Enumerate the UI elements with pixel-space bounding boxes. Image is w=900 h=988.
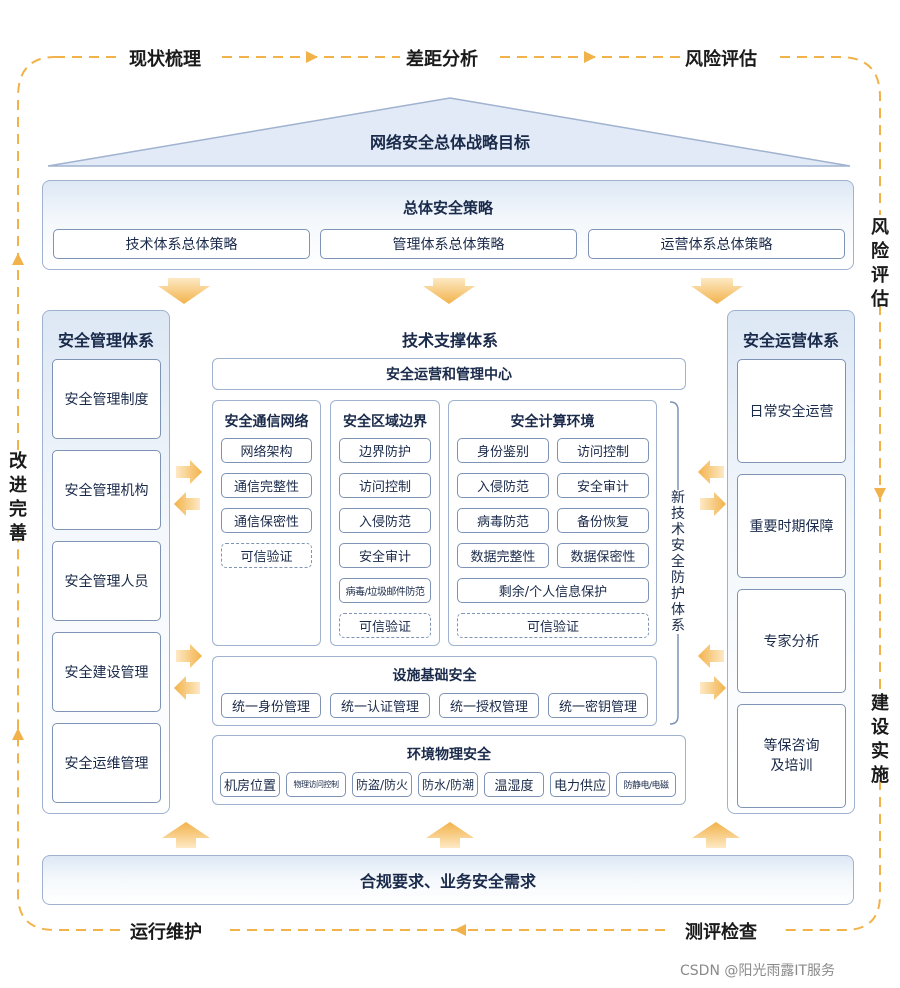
- env-item-5: 温湿度: [484, 772, 544, 797]
- boundary-item-1: 边界防护: [339, 438, 431, 463]
- cycle-step-test: 测评检查: [685, 922, 757, 943]
- boundary-item-5: 病毒/垃圾邮件防范: [339, 578, 431, 603]
- compute-item-3: 入侵防范: [457, 473, 549, 498]
- infra-item-1: 统一身份管理: [221, 693, 321, 718]
- boundary-title: 安全区域边界: [343, 414, 427, 430]
- env-item-7: 防静电/电磁: [616, 772, 676, 797]
- cycle-left: 改进完善: [9, 451, 27, 544]
- management-item-3: 安全管理人员: [52, 541, 161, 621]
- compute-item-6: 备份恢复: [557, 508, 649, 533]
- boundary-item-2: 访问控制: [339, 473, 431, 498]
- comm-item-3: 通信保密性: [221, 508, 312, 533]
- cycle-step-ops: 运行维护: [130, 922, 202, 943]
- infra-item-4: 统一密钥管理: [548, 693, 648, 718]
- compute-item-wide: 剩余/个人信息保护: [457, 578, 649, 603]
- compute-title: 安全计算环境: [510, 414, 595, 430]
- operations-item-1: 日常安全运营: [737, 359, 846, 463]
- comm-trusted: 可信验证: [221, 543, 312, 568]
- roof-title: 网络安全总体战略目标: [369, 133, 530, 152]
- infra-title: 设施基础安全: [392, 668, 477, 684]
- env-title: 环境物理安全: [407, 747, 491, 763]
- overall-item-tech: 技术体系总体策略: [53, 229, 310, 259]
- management-panel: 安全管理体系 安全管理制度 安全管理机构 安全管理人员 安全建设管理 安全运维管…: [42, 310, 170, 814]
- operations-panel: 安全运营体系 日常安全运营 重要时期保障 专家分析 等保咨询及培训: [727, 310, 855, 814]
- management-item-1: 安全管理制度: [52, 359, 161, 439]
- watermark: CSDN @阳光雨露IT服务: [680, 963, 836, 979]
- compute-item-5: 病毒防范: [457, 508, 549, 533]
- cycle-step-2: 差距分析: [406, 49, 478, 70]
- boundary-item-4: 安全审计: [339, 543, 431, 568]
- cycle-right-bottom: 建设实施: [871, 693, 889, 786]
- env-item-6: 电力供应: [550, 772, 610, 797]
- management-title: 安全管理体系: [57, 331, 154, 350]
- operations-title: 安全运营体系: [742, 331, 839, 350]
- compute-item-8: 数据保密性: [557, 543, 649, 568]
- cycle-right-top: 风险评估: [871, 217, 889, 310]
- tech-title: 技术支撑体系: [401, 331, 498, 350]
- compute-item-2: 访问控制: [557, 438, 649, 463]
- comm-item-1: 网络架构: [221, 438, 312, 463]
- env-item-2: 物理访问控制: [286, 772, 346, 797]
- arrows-up-bottom: [162, 822, 740, 848]
- compute-trusted: 可信验证: [457, 613, 649, 638]
- boundary-trusted: 可信验证: [339, 613, 431, 638]
- infra-item-2: 统一认证管理: [330, 693, 430, 718]
- comm-title: 安全通信网络: [224, 414, 309, 430]
- env-item-4: 防水/防潮: [418, 772, 478, 797]
- arrows-left-side: [174, 460, 202, 700]
- overall-strategy-title: 总体安全策略: [402, 199, 493, 217]
- env-panel: 环境物理安全 机房位置 物理访问控制 防盗/防火 防水/防潮 温湿度 电力供应 …: [212, 735, 686, 805]
- operations-item-3: 专家分析: [737, 589, 846, 693]
- roof-shape: [47, 97, 851, 167]
- comm-panel: 安全通信网络 网络架构 通信完整性 通信保密性 可信验证: [212, 400, 321, 646]
- operations-item-4: 等保咨询及培训: [737, 704, 846, 808]
- overall-item-mgmt: 管理体系总体策略: [320, 229, 577, 259]
- arrows-down-top: [158, 278, 743, 304]
- boundary-item-3: 入侵防范: [339, 508, 431, 533]
- management-item-5: 安全运维管理: [52, 723, 161, 803]
- infra-panel: 设施基础安全 统一身份管理 统一认证管理 统一授权管理 统一密钥管理: [212, 656, 657, 726]
- cycle-step-1: 现状梳理: [129, 49, 201, 70]
- env-item-3: 防盗/防火: [352, 772, 412, 797]
- ops-center: 安全运营和管理中心: [212, 358, 686, 390]
- management-item-4: 安全建设管理: [52, 632, 161, 712]
- overall-item-ops: 运营体系总体策略: [588, 229, 845, 259]
- operations-item-2: 重要时期保障: [737, 474, 846, 578]
- compute-item-1: 身份鉴别: [457, 438, 549, 463]
- infra-item-3: 统一授权管理: [439, 693, 539, 718]
- management-item-2: 安全管理机构: [52, 450, 161, 530]
- env-item-1: 机房位置: [220, 772, 280, 797]
- comm-item-2: 通信完整性: [221, 473, 312, 498]
- cycle-step-3: 风险评估: [685, 49, 757, 70]
- overall-strategy-panel: 总体安全策略 技术体系总体策略 管理体系总体策略 运营体系总体策略: [42, 180, 854, 270]
- boundary-panel: 安全区域边界 边界防护 访问控制 入侵防范 安全审计 病毒/垃圾邮件防范 可信验…: [330, 400, 440, 646]
- compute-panel: 安全计算环境 身份鉴别 访问控制 入侵防范 安全审计 病毒防范 备份恢复 数据完…: [448, 400, 657, 646]
- base-requirements: 合规要求、业务安全需求: [42, 855, 854, 905]
- compute-item-4: 安全审计: [557, 473, 649, 498]
- compute-item-7: 数据完整性: [457, 543, 549, 568]
- new-tech-label: 新技术安全防护体系: [668, 490, 688, 634]
- arrows-right-side: [698, 460, 726, 700]
